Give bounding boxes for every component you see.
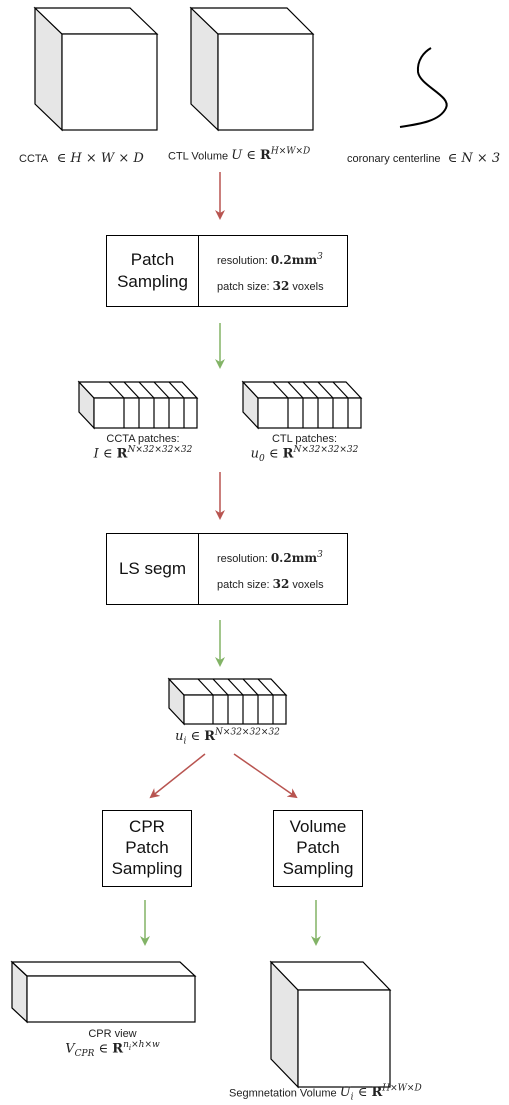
ls-segm-patch-size-unit: voxels bbox=[292, 579, 324, 591]
segmentation-volume-cube-icon bbox=[269, 960, 392, 1089]
volume-box-line3: Sampling bbox=[282, 859, 354, 878]
ls-segm-patch-size-value: 32 bbox=[272, 577, 290, 591]
ctl-patches-math-in: ∈ bbox=[264, 446, 283, 462]
cpr-view-math: VCPR ∈ Rni×h×w bbox=[45, 1040, 180, 1059]
ui-patch-stack-icon bbox=[167, 677, 288, 726]
ccta-dims-math: ∈ H × W × D bbox=[56, 151, 144, 166]
volume-patch-sampling-box: Volume Patch Sampling bbox=[273, 810, 363, 887]
patch-sampling-title: Patch Sampling bbox=[107, 249, 198, 293]
ls-segm-resolution-label: resolution: bbox=[217, 553, 268, 565]
ls-segm-divider bbox=[198, 534, 199, 604]
patch-sampling-patch-size-value: 32 bbox=[272, 279, 290, 293]
cpr-view-math-var: V bbox=[65, 1041, 75, 1057]
segmentation-volume-math-in: ∈ bbox=[353, 1085, 372, 1101]
ls-segm-title: LS segm bbox=[118, 559, 187, 578]
arrow-ui-to-volume bbox=[233, 753, 298, 799]
ctl-volume-label-text: CTL Volume bbox=[168, 150, 229, 163]
volume-box-line2: Patch bbox=[296, 838, 340, 857]
cpr-view-math-exp-base: n bbox=[123, 1040, 129, 1050]
ctl-volume-math-var: U ∈ bbox=[231, 148, 261, 164]
ctl-volume-math: U ∈ RH×W×D bbox=[231, 147, 311, 164]
volume-patch-sampling-title: Volume Patch Sampling bbox=[274, 816, 362, 879]
ccta-input-label: CCTA ∈ H × W × D bbox=[19, 151, 144, 166]
segmentation-volume-math-R: R bbox=[371, 1085, 383, 1101]
patch-sampling-box: Patch Sampling resolution: 0.2mm3 patch … bbox=[106, 235, 348, 307]
patch-sampling-divider bbox=[198, 236, 199, 306]
patch-sampling-resolution-value: 0.2mm bbox=[270, 253, 318, 267]
patch-sampling-patch-size-unit: voxels bbox=[292, 281, 324, 293]
cpr-view-math-exp-sub: i bbox=[128, 1043, 132, 1052]
patch-sampling-resolution-exp: 3 bbox=[317, 252, 323, 262]
cpr-view-math-exp-rest: ×h×w bbox=[131, 1040, 160, 1050]
cpr-box-line1: CPR bbox=[129, 817, 165, 836]
cpr-box-line3: Sampling bbox=[111, 859, 183, 878]
centerline-label-text: coronary centerline bbox=[347, 153, 441, 165]
ctl-patches-math-R: R bbox=[282, 446, 294, 462]
ccta-patches-math-R: R bbox=[116, 446, 128, 462]
segmentation-volume-math-exp: H×W×D bbox=[382, 1084, 422, 1094]
patch-sampling-title-line2: Sampling bbox=[117, 272, 188, 291]
patch-sampling-resolution: resolution: 0.2mm3 bbox=[217, 252, 323, 267]
ls-segm-patch-size-label: patch size: bbox=[217, 579, 270, 591]
patch-sampling-patch-size: patch size: 32 voxels bbox=[217, 279, 324, 293]
ccta-patches-caption: CCTA patches: I ∈ RN×32×32×32 bbox=[78, 433, 208, 461]
ctl-patch-stack-icon bbox=[241, 380, 363, 430]
ccta-patch-stack-icon bbox=[77, 380, 199, 430]
ui-patches-math-in: ∈ bbox=[186, 729, 205, 745]
patch-sampling-patch-size-label: patch size: bbox=[217, 281, 270, 293]
ccta-patches-math-var: I ∈ bbox=[93, 446, 117, 462]
ui-patches-math-var: u bbox=[175, 729, 184, 745]
ccta-cube-icon bbox=[33, 6, 159, 132]
ui-patches-math: ui ∈ RN×32×32×32 bbox=[175, 728, 280, 747]
ctl-volume-math-R: R bbox=[260, 148, 271, 164]
centerline-dims-math: ∈ N × 3 bbox=[447, 151, 501, 166]
cpr-view-caption-text: CPR view bbox=[88, 1028, 137, 1040]
patch-sampling-title-line1: Patch bbox=[130, 250, 175, 269]
ui-patches-caption: ui ∈ RN×32×32×32 bbox=[145, 728, 310, 747]
ls-segm-resolution-exp: 3 bbox=[317, 550, 323, 560]
ctl-patches-caption-text: CTL patches: bbox=[271, 433, 337, 445]
ctl-patches-math-exp: N×32×32×32 bbox=[293, 445, 359, 455]
ui-patches-math-exp: N×32×32×32 bbox=[215, 728, 280, 738]
ui-patches-math-R: R bbox=[204, 729, 216, 745]
cpr-view-slab-icon bbox=[10, 960, 197, 1024]
segmentation-volume-caption: Segmnetation Volume Ui ∈ RH×W×D bbox=[229, 1084, 422, 1103]
ctl-volume-math-exp: H×W×D bbox=[270, 147, 311, 157]
ls-segm-box: LS segm resolution: 0.2mm3 patch size: 3… bbox=[106, 533, 348, 605]
volume-box-line1: Volume bbox=[289, 817, 347, 836]
centerline-input-label: coronary centerline ∈ N × 3 bbox=[347, 151, 500, 166]
ccta-label-text: CCTA bbox=[19, 153, 48, 165]
ccta-patches-math: I ∈ RN×32×32×32 bbox=[78, 445, 208, 461]
cpr-patch-sampling-title: CPR Patch Sampling bbox=[103, 816, 191, 879]
cpr-patch-sampling-box: CPR Patch Sampling bbox=[102, 810, 192, 887]
segmentation-volume-caption-text: Segmnetation Volume bbox=[229, 1087, 337, 1100]
cpr-view-math-sub: CPR bbox=[74, 1048, 95, 1059]
cpr-view-math-in: ∈ bbox=[94, 1041, 113, 1057]
ctl-patches-math-var: u bbox=[250, 446, 260, 462]
segmentation-volume-math: Ui ∈ RH×W×D bbox=[339, 1084, 422, 1103]
cpr-view-caption: CPR view VCPR ∈ Rni×h×w bbox=[45, 1028, 180, 1059]
ctl-patches-math-sub: 0 bbox=[259, 453, 265, 464]
ui-patches-math-sub: i bbox=[183, 736, 187, 747]
patch-sampling-resolution-label: resolution: bbox=[217, 255, 268, 267]
ctl-patches-math: u0 ∈ RN×32×32×32 bbox=[237, 445, 372, 464]
segmentation-volume-math-var: U bbox=[339, 1085, 351, 1101]
cpr-box-line2: Patch bbox=[125, 838, 169, 857]
ctl-volume-input-label: CTL Volume U ∈ RH×W×D bbox=[168, 147, 310, 163]
ccta-patches-caption-text: CCTA patches: bbox=[106, 433, 180, 445]
ctl-patches-caption: CTL patches: u0 ∈ RN×32×32×32 bbox=[237, 433, 372, 464]
ctl-volume-cube-icon bbox=[189, 6, 315, 132]
centerline-curve-icon bbox=[399, 47, 448, 128]
ls-segm-resolution: resolution: 0.2mm3 bbox=[217, 550, 323, 565]
arrow-ui-to-cpr bbox=[149, 753, 206, 799]
ls-segm-resolution-value: 0.2mm bbox=[270, 551, 318, 565]
ccta-patches-math-exp: N×32×32×32 bbox=[127, 445, 193, 455]
ls-segm-patch-size: patch size: 32 voxels bbox=[217, 577, 324, 591]
segmentation-volume-math-sub: i bbox=[350, 1092, 354, 1103]
cpr-view-math-R: R bbox=[112, 1041, 124, 1057]
